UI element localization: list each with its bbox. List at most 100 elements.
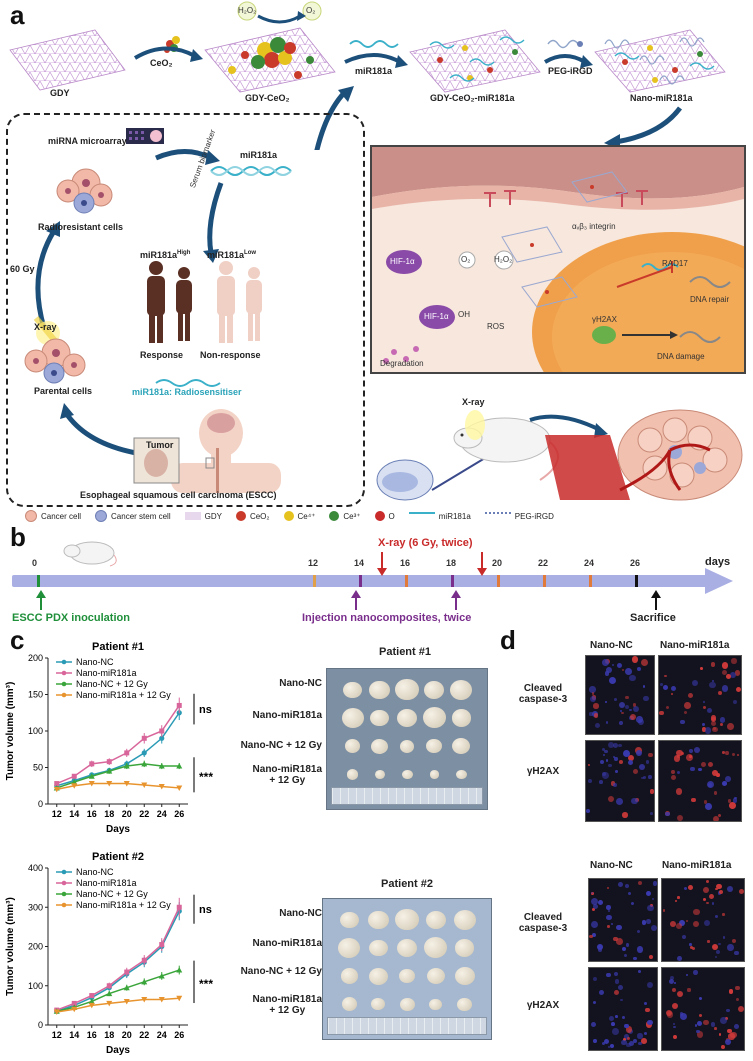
y-tick-label: 150: [28, 690, 43, 700]
arrow-to-inset: [614, 106, 683, 145]
cell-nucleus: [604, 749, 608, 754]
timeline-label-20: 20: [492, 558, 503, 568]
cell-nucleus: [735, 686, 741, 693]
cell-nucleus: [713, 816, 720, 821]
tumor-sample: [340, 911, 359, 929]
cell-nucleus: [590, 1021, 596, 1027]
tumor-photo-patient2: [322, 898, 492, 1040]
sig-label: ***: [199, 770, 213, 784]
series-line-2: [56, 969, 180, 1012]
cell-nucleus: [588, 763, 591, 767]
cell-nucleus: [690, 946, 694, 950]
cell-nucleus: [621, 1039, 627, 1046]
cell-nucleus: [591, 920, 598, 928]
tumor-sample: [338, 938, 361, 958]
cell-nucleus: [716, 772, 720, 777]
cell-nucleus: [644, 1032, 648, 1036]
cell-nucleus: [681, 935, 686, 940]
micro-d2-r0c1: [661, 878, 745, 962]
label-xray-mouse: X-ray: [462, 397, 485, 407]
cell-nucleus: [614, 757, 618, 761]
cell-nucleus: [641, 1038, 648, 1044]
cell-nucleus: [703, 700, 706, 704]
data-point: [141, 957, 147, 963]
cell-nucleus: [680, 719, 685, 725]
x-tick-label: 12: [52, 809, 62, 819]
cell-nucleus: [672, 1023, 676, 1026]
cell-nucleus: [637, 1033, 643, 1039]
tumor-sample: [368, 967, 388, 985]
gh2ax-icon: [592, 326, 616, 344]
tumor-sample: [374, 770, 385, 779]
label-hif: HIF-1α: [390, 257, 415, 266]
cell-nucleus: [685, 974, 689, 977]
cell-nucleus: [593, 1039, 597, 1043]
ns-label: ns: [199, 704, 212, 716]
cell-nucleus: [641, 920, 647, 925]
legend-gdy: GDY: [184, 512, 222, 521]
legend-ceo2: CeO₂: [235, 511, 270, 521]
cell-nucleus: [727, 723, 734, 730]
cell-nucleus: [691, 797, 696, 803]
cell-nucleus: [703, 800, 707, 804]
mir-swatch: [408, 512, 435, 520]
cell-nucleus: [679, 1013, 687, 1021]
cell-nucleus: [676, 749, 683, 757]
cell-nucleus: [734, 950, 739, 956]
timeline-label-26: 26: [630, 558, 641, 568]
cell-nucleus: [712, 726, 718, 733]
cell-nucleus: [729, 802, 737, 810]
tumor-sample: [451, 709, 472, 727]
label-low: miR181aLow: [207, 250, 257, 260]
cell-nucleus: [607, 909, 611, 913]
tumor-sample: [426, 738, 443, 754]
tumor-sample: [399, 997, 415, 1011]
cell-nucleus: [612, 742, 619, 749]
micro-d1-r0c1: [658, 655, 742, 735]
x-axis-label: Days: [106, 824, 130, 835]
arrow-1: [133, 46, 196, 60]
label-parental: Parental cells: [34, 386, 93, 396]
cell-nucleus: [626, 1036, 631, 1041]
x-tick-label: 12: [52, 1030, 62, 1040]
label-rad17: RAD17: [662, 259, 688, 268]
label-o2: O₂: [306, 6, 316, 15]
x-tick-label: 22: [139, 809, 149, 819]
data-point: [88, 781, 95, 787]
data-point: [176, 904, 182, 910]
cell-nucleus: [670, 769, 675, 774]
cell-nucleus: [636, 929, 640, 934]
cell-nucleus: [621, 1016, 625, 1020]
photo1-row-2: Nano-NC + 12 Gy: [240, 740, 322, 751]
cell-nucleus: [734, 796, 737, 800]
data-point: [176, 995, 183, 1002]
cell-nucleus: [726, 1008, 730, 1013]
cell-nucleus: [601, 1042, 606, 1046]
chart-title: Patient #1: [92, 641, 144, 653]
cell-nucleus: [598, 989, 605, 996]
data-point: [53, 1009, 60, 1016]
cell-nucleus: [594, 722, 601, 729]
cell-nucleus: [703, 887, 710, 894]
cell-nucleus: [591, 932, 596, 937]
tumor-sample: [457, 997, 472, 1011]
x-tick-label: 16: [87, 1030, 97, 1040]
photo2-row-3: Nano-miR181a + 12 Gy: [252, 994, 322, 1016]
cell-nucleus: [714, 956, 717, 959]
tumor-sample: [368, 939, 388, 957]
cell-nucleus: [603, 1039, 610, 1045]
cell-nucleus: [638, 880, 643, 885]
label-inoculation: ESCC PDX inoculation: [12, 612, 130, 624]
micro-d1-r0c0: [585, 655, 655, 735]
cell-nucleus: [722, 750, 725, 754]
cell-nucleus: [680, 751, 684, 755]
cell-nucleus: [591, 692, 595, 695]
micro-d1-r1c0: [585, 740, 655, 822]
panel-a-letter: a: [10, 0, 25, 30]
legend-marker: [61, 869, 67, 875]
cell-nucleus: [685, 919, 688, 922]
series-line-3: [56, 997, 180, 1013]
cell-nucleus: [605, 721, 608, 724]
timeline-tick-22: [542, 575, 546, 587]
arrow-to-synthesis: [314, 90, 347, 150]
